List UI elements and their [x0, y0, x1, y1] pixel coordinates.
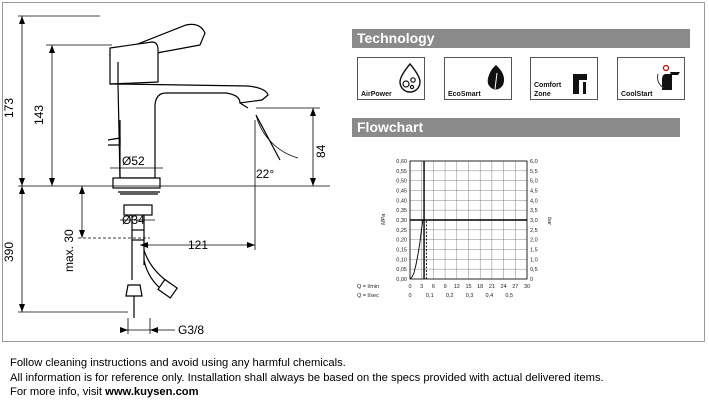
- q-min-tick-label: 24: [501, 284, 507, 290]
- faucet-icon: [573, 74, 587, 94]
- q-min-tick-label: 27: [512, 284, 518, 290]
- q-min-tick-label: 15: [465, 284, 471, 290]
- q-sec-tick-label: 0: [408, 293, 411, 299]
- dim-below-counter: 390: [2, 242, 16, 262]
- handle-body: [109, 41, 159, 85]
- content-frame: [2, 2, 705, 342]
- dim-hole-diameter: Ø34: [122, 213, 145, 227]
- footer-info-prefix: For more info, visit: [10, 386, 106, 399]
- website-link[interactable]: www.kuysen.com: [105, 386, 199, 399]
- left-tick-label: 0,15: [396, 248, 407, 254]
- right-tick-label: 2,5: [530, 228, 538, 234]
- leaf-icon: [487, 65, 505, 90]
- right-tick-label: 3,0: [530, 218, 538, 224]
- left-tick-label: 0,00: [396, 277, 407, 283]
- q-min-tick-label: 0: [408, 284, 411, 290]
- left-tick-label: 0,30: [396, 218, 407, 224]
- q-min-tick-label: 18: [477, 284, 483, 290]
- series-line-0: [409, 219, 424, 280]
- left-tick-label: 0,55: [396, 169, 407, 175]
- feature-label-line2: Zone: [534, 91, 551, 98]
- right-tick-label: 4,0: [530, 198, 538, 204]
- cold-lever-icon: [657, 64, 680, 90]
- dim-aerator-height: 84: [314, 144, 328, 158]
- right-tick-label: 1,0: [530, 257, 538, 263]
- feature-label: EcoSmart: [448, 91, 481, 98]
- left-axis-label: MPa: [381, 214, 387, 225]
- q-sec-tick-label: 0,2: [446, 293, 454, 299]
- right-axis-label: bar: [546, 217, 552, 226]
- feature-label: AirPower: [361, 91, 392, 98]
- q-min-tick-label: 3: [420, 284, 423, 290]
- right-tick-label: 5,0: [530, 179, 538, 185]
- left-tick-label: 0,25: [396, 228, 407, 234]
- dim-overall-height: 173: [2, 98, 16, 118]
- right-tick-label: 5,5: [530, 169, 538, 175]
- right-tick-label: 0: [530, 277, 533, 283]
- technology-header: Technology: [352, 29, 690, 48]
- spout: [117, 83, 269, 179]
- q-min-row-label: Q = l/min: [357, 284, 379, 290]
- footer-line-cleaning: Follow cleaning instructions and avoid u…: [10, 357, 346, 369]
- q-min-tick-label: 6: [432, 284, 435, 290]
- feature-comfort-zone: Comfort Zone: [530, 57, 598, 100]
- right-tick-label: 0,5: [530, 267, 538, 273]
- faucet-base: [112, 177, 161, 189]
- right-tick-label: 4,5: [530, 189, 538, 195]
- feature-airpower: AirPower: [357, 57, 425, 100]
- q-sec-tick-label: 0,4: [486, 293, 494, 299]
- dim-connection-thread: G3/8: [178, 323, 204, 337]
- dim-base-diameter: Ø52: [122, 154, 145, 168]
- air-bubbles-icon: [399, 62, 421, 93]
- dim-spout-angle: 22°: [256, 167, 274, 181]
- q-min-tick-label: 30: [524, 284, 530, 290]
- dim-spout-reach: 121: [188, 238, 208, 252]
- left-tick-label: 0,60: [396, 159, 407, 165]
- left-tick-label: 0,35: [396, 208, 407, 214]
- left-tick-label: 0,20: [396, 238, 407, 244]
- right-tick-label: 2,0: [530, 238, 538, 244]
- dim-spout-height: 143: [32, 105, 46, 125]
- faucet-technical-drawing: 173 143 390 max. 30 84 Ø52 Ø34 121 22° G…: [2, 15, 330, 337]
- feature-coolstart: CoolStart: [617, 57, 685, 100]
- right-tick-label: 3,5: [530, 208, 538, 214]
- left-tick-label: 0,40: [396, 198, 407, 204]
- q-sec-tick-label: 0,5: [505, 293, 513, 299]
- right-tick-label: 1,5: [530, 248, 538, 254]
- feature-label-line1: Comfort: [534, 82, 562, 89]
- feature-label: CoolStart: [621, 91, 653, 98]
- flowchart-header: Flowchart: [352, 118, 680, 137]
- footer-notes: Follow cleaning instructions and avoid u…: [10, 356, 604, 400]
- left-tick-label: 0,05: [396, 267, 407, 273]
- left-tick-label: 0,45: [396, 189, 407, 195]
- left-tick-label: 0,10: [396, 257, 407, 263]
- footer-line-reference: All information is for reference only. I…: [10, 371, 604, 384]
- q-min-tick-label: 21: [489, 284, 495, 290]
- q-min-tick-label: 9: [444, 284, 447, 290]
- q-sec-row-label: Q = l/sec: [357, 293, 379, 299]
- dim-max-thickness: max. 30: [62, 229, 76, 272]
- q-min-tick-label: 12: [454, 284, 460, 290]
- feature-ecosmart: EcoSmart: [444, 57, 512, 100]
- footer-line-info: For more info, visit www.kuysen.com: [10, 385, 604, 400]
- q-sec-tick-label: 0,1: [426, 293, 434, 299]
- left-tick-label: 0,50: [396, 179, 407, 185]
- right-tick-label: 6,0: [530, 159, 538, 165]
- q-sec-tick-label: 0,3: [466, 293, 474, 299]
